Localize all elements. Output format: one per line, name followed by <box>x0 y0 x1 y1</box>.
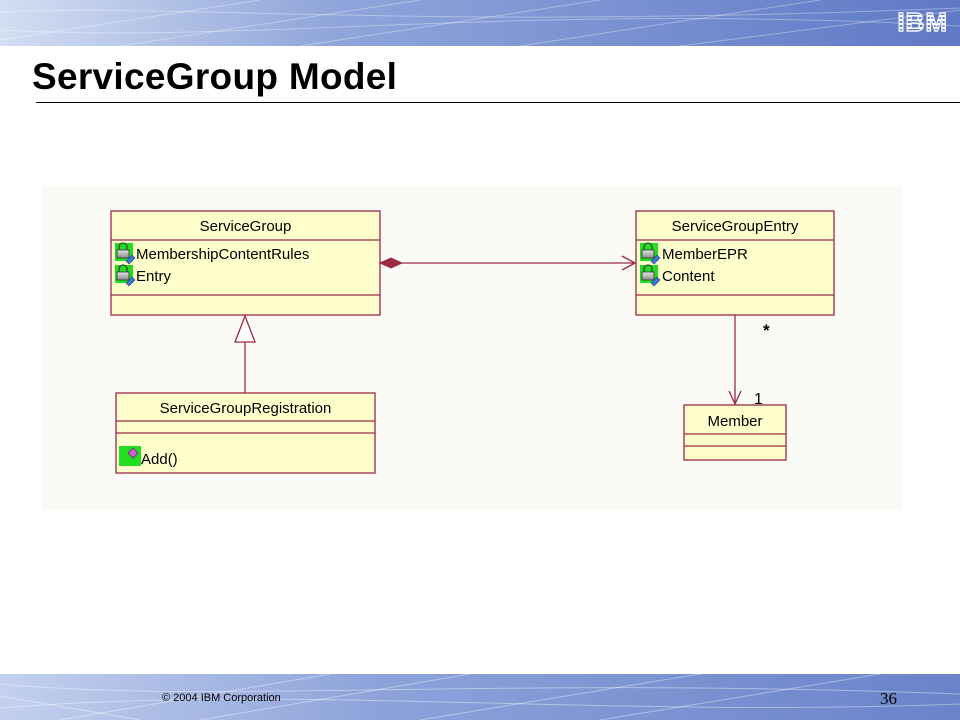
footer-decoration <box>0 674 960 720</box>
operation-icon <box>119 446 141 466</box>
ibm-logo: IBM <box>897 6 948 37</box>
footer-band <box>0 674 960 720</box>
arrow-head <box>621 255 637 271</box>
attribute-icon <box>115 264 136 287</box>
copyright-text: © 2004 IBM Corporation <box>162 692 281 704</box>
generalization-connector <box>234 314 256 393</box>
class-name-member: Member <box>707 413 762 430</box>
class-service-group-entry[interactable]: ServiceGroupEntry MemberEPR Content <box>635 210 835 316</box>
attribute-icon <box>640 242 661 265</box>
composition-diamond <box>378 257 404 269</box>
attribute-icon <box>640 264 661 287</box>
class-member[interactable]: Member <box>683 404 787 461</box>
composition-connector <box>378 255 637 271</box>
class-name-service-group-entry: ServiceGroupEntry <box>672 218 799 235</box>
inheritance-triangle <box>234 314 256 343</box>
header-decoration <box>0 0 960 46</box>
attribute-entry: Entry <box>136 268 172 285</box>
slide-title: ServiceGroup Model <box>32 56 398 97</box>
class-service-group-registration[interactable]: ServiceGroupRegistration Add() <box>115 392 376 474</box>
title-divider <box>36 102 960 103</box>
multiplicity-source: * <box>763 321 770 340</box>
association-connector: * 1 <box>728 315 770 408</box>
attribute-icon <box>115 242 136 265</box>
attribute-content: Content <box>662 268 715 285</box>
operation-add: Add() <box>141 451 178 468</box>
attribute-member-epr: MemberEPR <box>662 246 748 263</box>
page-number: 36 <box>880 689 897 708</box>
header-band: IBM <box>0 0 960 46</box>
class-name-service-group: ServiceGroup <box>200 218 292 235</box>
class-service-group[interactable]: ServiceGroup MembershipContentRules Entr… <box>110 210 381 316</box>
multiplicity-target: 1 <box>754 391 763 408</box>
arrow-head <box>728 390 742 406</box>
class-name-service-group-registration: ServiceGroupRegistration <box>160 400 332 417</box>
attribute-membership-content-rules: MembershipContentRules <box>136 246 309 263</box>
